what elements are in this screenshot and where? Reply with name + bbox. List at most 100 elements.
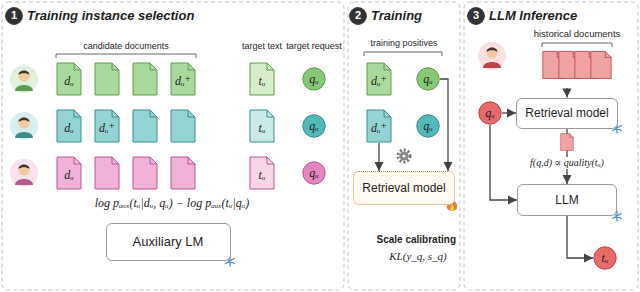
document-fold xyxy=(112,110,119,117)
node-text: qᵤ xyxy=(485,106,495,120)
column-header: candidate documents xyxy=(83,41,169,52)
document-outline xyxy=(57,63,81,95)
node-text: qᵤ xyxy=(423,72,433,86)
formula: KL(y_q, s_q) xyxy=(389,250,446,263)
user-avatars xyxy=(15,71,33,92)
document-fold xyxy=(188,63,195,70)
connector-label: f(q,d) ∝ quality(tᵤ) xyxy=(528,157,606,169)
request-circle: qᵤ xyxy=(302,161,326,185)
step-number-text: 1 xyxy=(11,9,17,22)
note-heading: Scale calibrating xyxy=(377,234,456,246)
node-text: dᵤ⁺ xyxy=(371,121,387,135)
circle-outline xyxy=(417,115,439,137)
user-avatars xyxy=(15,118,33,139)
document-icon: dᵤ xyxy=(56,109,82,143)
document-outline xyxy=(250,63,274,95)
bracket-label: training positives xyxy=(370,38,437,49)
document-outline xyxy=(171,63,195,95)
user-avatars xyxy=(483,48,501,69)
blank-documents xyxy=(95,63,119,95)
gear-icon xyxy=(400,152,409,161)
connector-arrow xyxy=(502,112,516,113)
circle-outline xyxy=(479,102,501,124)
blank-documents xyxy=(133,110,157,142)
box-label: Retrieval model xyxy=(362,181,445,195)
connector-arrow xyxy=(567,216,593,258)
step-number: 2 xyxy=(349,7,367,25)
node-text: historical documents xyxy=(534,28,621,39)
panel-frames xyxy=(464,2,638,290)
model-box: Auxiliary LM xyxy=(106,223,231,261)
node-text: qᵤ xyxy=(309,166,319,180)
gear-icon xyxy=(398,150,410,162)
panel-title: LLM Inference xyxy=(489,8,577,24)
frozen-icons xyxy=(224,122,623,267)
target-document: tᵤ xyxy=(249,62,275,96)
document-fold xyxy=(267,63,274,70)
blank-documents xyxy=(95,157,119,189)
request-circle: qᵤ xyxy=(416,114,440,138)
formula: log pₐᵤₓ(tᵤ|dᵤ, qᵤ) − log pₐᵤₓ(tᵤ|qᵤ) xyxy=(95,196,249,210)
node-text: dᵤ⁺ xyxy=(99,121,115,135)
request-circle: qᵤ xyxy=(416,67,440,91)
node-text: tᵤ xyxy=(602,251,609,265)
connector-arrow xyxy=(490,125,517,200)
request-circle: qᵤ xyxy=(478,101,502,125)
document-icon: dᵤ⁺ xyxy=(94,109,120,143)
model-box: LLM xyxy=(517,184,617,216)
document-outline xyxy=(95,110,119,142)
document-icon: dᵤ⁺ xyxy=(366,109,392,143)
model-box: Retrieval model xyxy=(516,98,618,129)
document-outline xyxy=(367,110,391,142)
circle-outline xyxy=(594,247,616,269)
panel-frames xyxy=(348,2,460,290)
node-text: tᵤ xyxy=(259,168,266,182)
historical-document-icons xyxy=(561,134,574,151)
step-number: 3 xyxy=(467,7,485,25)
brackets xyxy=(364,52,442,56)
blank-documents xyxy=(133,63,157,95)
gear-icon xyxy=(402,154,405,157)
circle-outline xyxy=(468,8,485,25)
flame-icon xyxy=(450,204,454,211)
circle-outline xyxy=(303,68,325,90)
document-outline xyxy=(250,157,274,189)
user-avatars xyxy=(10,112,38,140)
user-avatars xyxy=(478,42,506,70)
node-text: dᵤ xyxy=(64,74,74,88)
brackets xyxy=(56,54,196,58)
blank-documents xyxy=(133,157,157,189)
document-stack: historical documents xyxy=(527,28,627,88)
document-icon: dᵤ xyxy=(56,156,82,190)
box-label: Auxiliary LM xyxy=(133,234,204,250)
document-outline xyxy=(367,63,391,95)
node-text: dᵤ⁺ xyxy=(371,74,387,88)
document-outline xyxy=(57,110,81,142)
column-header: target text xyxy=(242,41,282,52)
step-number-text: 2 xyxy=(355,9,361,22)
document-fold xyxy=(384,110,391,117)
node-text: dᵤ⁺ xyxy=(175,74,191,88)
request-circle: qᵤ xyxy=(302,67,326,91)
circle-outline xyxy=(6,8,23,25)
target-document: tᵤ xyxy=(249,156,275,190)
document-fold xyxy=(74,110,81,117)
step-number: 1 xyxy=(5,7,23,25)
request-circle: qᵤ xyxy=(302,114,326,138)
blank-documents xyxy=(171,157,195,189)
user-avatars xyxy=(15,165,33,186)
connector-arrow xyxy=(440,79,448,171)
target-document: tᵤ xyxy=(249,109,275,143)
step-number-text: 3 xyxy=(473,9,479,22)
circle-outline xyxy=(303,115,325,137)
document-fold xyxy=(74,63,81,70)
box-label: Retrieval model xyxy=(525,106,608,120)
connector-arrow xyxy=(378,143,379,171)
gear-icon xyxy=(398,150,410,162)
document-icon: dᵤ xyxy=(56,62,82,96)
node-text: qᵤ xyxy=(309,72,319,86)
document-fold xyxy=(74,157,81,164)
circle-outline xyxy=(303,162,325,184)
